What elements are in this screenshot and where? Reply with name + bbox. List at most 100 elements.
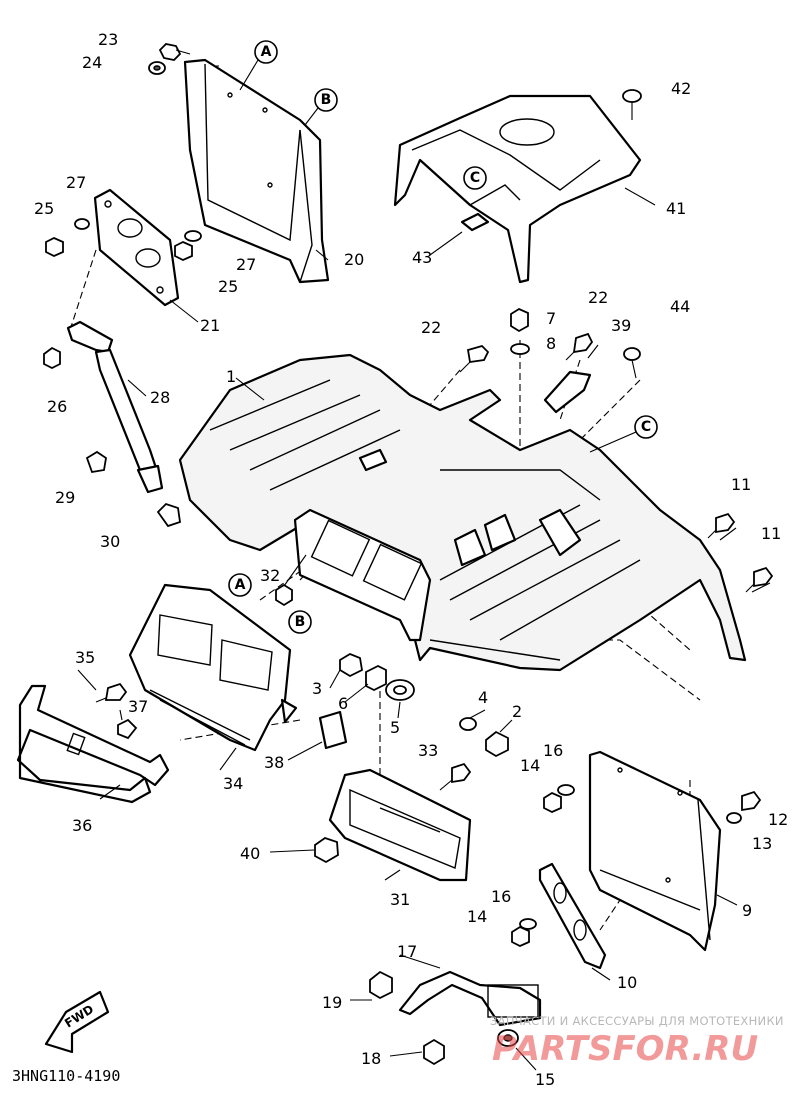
part-44-screw xyxy=(623,347,641,379)
part-14-nut xyxy=(511,925,530,947)
part-label-35: 35 xyxy=(75,648,95,667)
part-6-spacer xyxy=(365,664,387,692)
part-34-headlight-bezel xyxy=(128,583,298,752)
part-7-bolt xyxy=(510,307,529,333)
watermark: ЗАПЧАСТИ И АКСЕССУАРЫ ДЛЯ МОТОТЕХНИКИ PA… xyxy=(490,1014,784,1069)
part-5-grommet xyxy=(385,679,415,701)
part-label-5: 5 xyxy=(390,718,400,737)
part-43-nut-plate xyxy=(460,212,490,232)
part-3-nut xyxy=(339,652,363,678)
part-label-2: 2 xyxy=(512,702,522,721)
fwd-direction-arrow: FWD xyxy=(44,990,110,1054)
part-label-24: 24 xyxy=(82,53,102,72)
part-label-41: 41 xyxy=(666,199,686,218)
part-label-29: 29 xyxy=(55,488,75,507)
part-label-25a: 25 xyxy=(34,199,54,218)
part-label-12: 12 xyxy=(768,810,788,829)
part-label-39: 39 xyxy=(611,316,631,335)
reference-mark: A xyxy=(228,573,252,597)
part-label-7: 7 xyxy=(546,309,556,328)
part-label-1: 1 xyxy=(226,367,236,386)
part-4-washer xyxy=(459,717,477,731)
part-label-42: 42 xyxy=(671,79,691,98)
part-25-nut xyxy=(45,237,64,257)
part-label-31: 31 xyxy=(390,890,410,909)
part-13-washer xyxy=(726,812,742,824)
part-label-27b: 27 xyxy=(236,255,256,274)
part-label-19: 19 xyxy=(322,993,342,1012)
part-33-bolt xyxy=(439,762,472,791)
part-label-11b: 11 xyxy=(761,524,781,543)
part-label-20: 20 xyxy=(344,250,364,269)
part-10-bracket-plate xyxy=(538,862,607,970)
part-label-26: 26 xyxy=(47,397,67,416)
part-label-3: 3 xyxy=(312,679,322,698)
part-label-15: 15 xyxy=(535,1070,555,1089)
part-42-screw xyxy=(622,89,642,120)
part-label-11a: 11 xyxy=(731,475,751,494)
part-label-30: 30 xyxy=(100,532,120,551)
svg-text:A: A xyxy=(235,577,246,593)
part-27-washer xyxy=(184,230,202,242)
part-19-cap xyxy=(369,970,393,1000)
part-41-top-cover xyxy=(393,94,642,284)
reference-mark: B xyxy=(304,88,338,126)
part-label-22b: 22 xyxy=(588,288,608,307)
svg-text:A: A xyxy=(261,44,272,60)
part-11-bolt xyxy=(745,566,774,593)
watermark-subtitle: ЗАПЧАСТИ И АКСЕССУАРЫ ДЛЯ МОТОТЕХНИКИ xyxy=(490,1014,784,1028)
part-24-washer xyxy=(148,61,166,75)
part-label-16b: 16 xyxy=(491,887,511,906)
reference-mark: A xyxy=(239,40,278,91)
part-label-17: 17 xyxy=(397,942,417,961)
part-label-25b: 25 xyxy=(218,277,238,296)
part-22-bolt xyxy=(565,332,594,361)
part-8-washer xyxy=(510,343,530,355)
reference-mark: C xyxy=(589,415,658,453)
part-20-side-panel xyxy=(183,58,330,284)
part-36-bumper-bar xyxy=(16,684,170,804)
part-21-bracket-plate xyxy=(93,188,180,307)
part-26-nut xyxy=(43,346,61,370)
part-32-nut xyxy=(275,583,293,607)
part-2-bolt xyxy=(485,730,509,758)
part-label-8: 8 xyxy=(546,334,556,353)
part-16-washer xyxy=(557,784,575,796)
part-label-32: 32 xyxy=(260,566,280,585)
part-15-washer xyxy=(497,1029,519,1047)
part-label-34: 34 xyxy=(223,774,243,793)
part-29-grommet xyxy=(85,450,107,474)
watermark-brand: PARTSFOR.RU xyxy=(492,1029,758,1069)
part-label-23: 23 xyxy=(98,30,118,49)
part-label-6: 6 xyxy=(338,694,348,713)
part-label-18: 18 xyxy=(361,1049,381,1068)
part-11-bolt xyxy=(707,512,736,539)
part-14-nut xyxy=(543,791,562,813)
part-22-bolt xyxy=(459,344,490,373)
part-9-mud-flap xyxy=(588,750,722,952)
part-31-headlight-housing xyxy=(328,768,472,882)
hardware xyxy=(43,43,774,1066)
part-label-27a: 27 xyxy=(66,173,86,192)
part-number-labels: 1 2 3 4 5 6 7 8 9 10 11 11 12 13 14 14 1… xyxy=(34,30,788,1089)
part-37-bolt xyxy=(117,718,138,740)
part-label-4: 4 xyxy=(478,688,488,707)
part-label-14b: 14 xyxy=(467,907,487,926)
reference-mark: B xyxy=(288,610,312,634)
part-17-stay xyxy=(398,970,542,1027)
part-18-bolt xyxy=(423,1038,445,1066)
part-label-40: 40 xyxy=(240,844,260,863)
part-35-bolt xyxy=(95,682,128,703)
callout-leader-lines xyxy=(77,187,771,1071)
reference-marks: A A B B C C xyxy=(228,40,658,634)
svg-text:B: B xyxy=(321,92,332,108)
part-label-9: 9 xyxy=(742,901,752,920)
part-27-washer xyxy=(74,218,90,230)
part-label-16a: 16 xyxy=(543,741,563,760)
part-label-37: 37 xyxy=(128,697,148,716)
part-16-washer xyxy=(519,918,537,930)
part-label-44: 44 xyxy=(670,297,690,316)
part-12-bolt xyxy=(741,790,762,812)
part-label-10: 10 xyxy=(617,973,637,992)
